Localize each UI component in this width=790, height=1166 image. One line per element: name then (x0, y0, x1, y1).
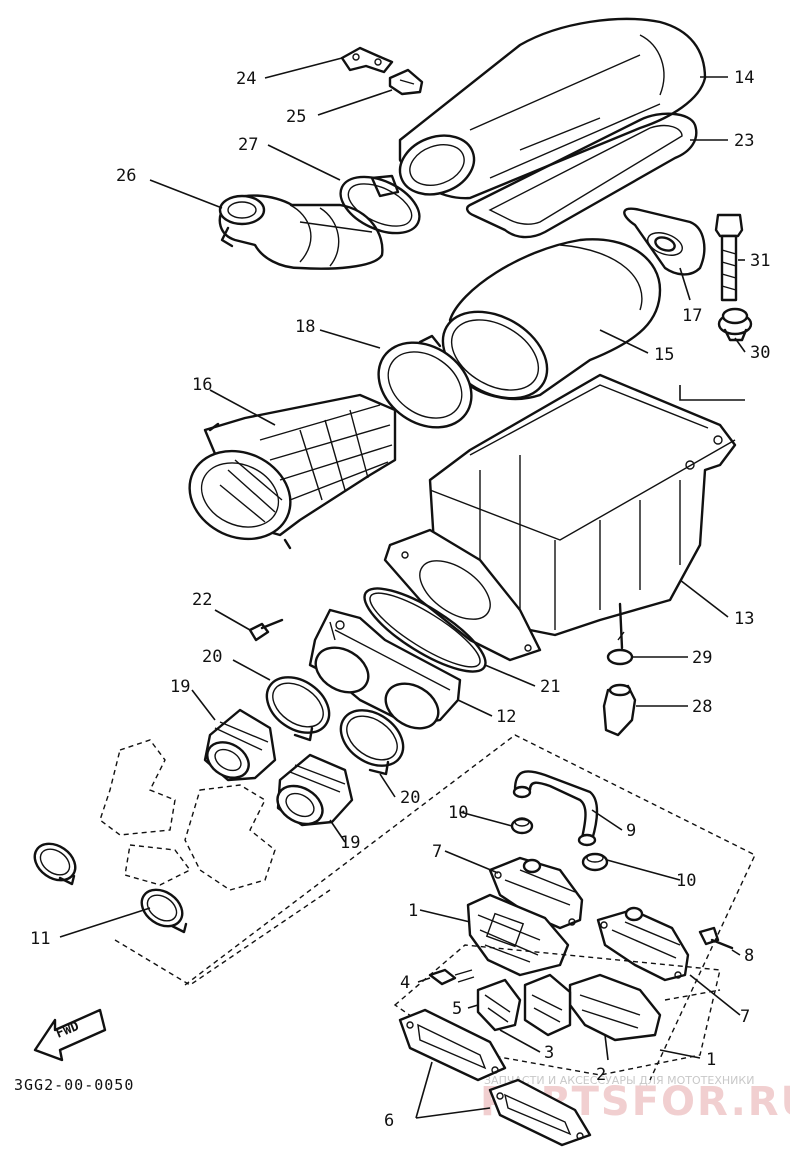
part-clip-plate (340, 46, 394, 74)
part-grommet (717, 307, 753, 342)
part-cover-gasket (465, 112, 698, 239)
callout-28: 28 (692, 697, 712, 717)
callout-12: 12 (496, 707, 516, 727)
callout-30: 30 (750, 343, 770, 363)
part-reed-cover-7-upper (488, 856, 584, 930)
part-screw-8 (698, 926, 734, 950)
leader-lines (59, 57, 746, 1119)
callout-9: 9 (626, 821, 636, 841)
part-hose-clip-10-upper (510, 817, 534, 835)
callout-1-upper: 1 (408, 901, 418, 921)
part-reed-stopper (428, 968, 475, 986)
part-clamp-11-right (140, 888, 188, 934)
part-hose-clamp-20-lower (339, 709, 405, 776)
part-reed-petal (476, 978, 522, 1032)
callout-26: 26 (116, 166, 136, 186)
part-oring-seal (363, 587, 487, 673)
part-hose-clamp-27 (339, 174, 421, 235)
callout-1-lower: 1 (706, 1050, 716, 1070)
part-long-bolt (714, 213, 744, 302)
part-hose-clamp-20-upper (265, 676, 331, 742)
part-gasket-6-lower (488, 1078, 592, 1147)
part-reed-cover-7-lower (596, 906, 690, 982)
drawing-code: 3GG2-00-0050 (14, 1076, 134, 1094)
callout-13: 13 (734, 609, 754, 629)
callout-2: 2 (596, 1065, 606, 1085)
part-bolt-22 (248, 618, 284, 642)
part-intake-cover (398, 17, 707, 200)
callout-19-upper: 19 (170, 677, 190, 697)
callout-20-upper: 20 (202, 647, 222, 667)
part-drain-plug (602, 683, 637, 737)
callout-5: 5 (452, 999, 462, 1019)
callout-7-lower: 7 (740, 1007, 750, 1027)
part-rubber-joint-19-upper (203, 708, 277, 782)
part-reed-valve (466, 893, 662, 1042)
callout-29: 29 (692, 648, 712, 668)
callout-labels: 24 25 27 26 14 23 31 17 30 15 18 16 13 2… (30, 68, 770, 1131)
callout-16: 16 (192, 375, 212, 395)
part-reed-block (523, 973, 572, 1037)
callout-6: 6 (384, 1111, 394, 1131)
carburetor-outline (99, 739, 331, 986)
callout-14: 14 (734, 68, 754, 88)
part-clip-retainer (388, 68, 424, 96)
callout-19-lower: 19 (340, 833, 360, 853)
callout-4: 4 (400, 973, 410, 993)
lower-assembly-outline (184, 734, 756, 1081)
part-rubber-joint-19-lower (276, 753, 354, 827)
forward-direction-arrow: FWD (33, 1008, 107, 1062)
part-airbox-housing (383, 373, 737, 662)
callout-23: 23 (734, 131, 754, 151)
callout-18: 18 (295, 317, 315, 337)
callout-17: 17 (682, 306, 702, 326)
callout-27: 27 (238, 135, 258, 155)
callout-15: 15 (654, 345, 674, 365)
part-hose-clip-10-lower (581, 852, 609, 872)
part-breather-hose (512, 770, 599, 847)
part-filter-cage (188, 393, 397, 550)
callout-31: 31 (750, 251, 770, 271)
watermark-subtitle: ЗАПЧАСТИ И АКСЕССУАРЫ ДЛЯ МОТОТЕХНИКИ (484, 1074, 754, 1087)
callout-21: 21 (540, 677, 560, 697)
callout-8: 8 (744, 946, 754, 966)
part-filter-band (377, 334, 473, 429)
callout-10-lower: 10 (676, 871, 696, 891)
callout-7-upper: 7 (432, 842, 442, 862)
part-intake-duct (218, 194, 384, 270)
callout-10-upper: 10 (448, 803, 468, 823)
callout-22: 22 (192, 590, 212, 610)
part-cap-plate (623, 207, 706, 276)
part-clamp-11-left (33, 842, 77, 886)
callout-20-lower: 20 (400, 788, 420, 808)
part-gasket-6-upper (398, 1008, 507, 1082)
callout-11: 11 (30, 929, 50, 949)
part-air-filter-element (441, 238, 662, 401)
callout-25: 25 (286, 107, 306, 127)
callout-24: 24 (236, 69, 256, 89)
callout-3: 3 (544, 1043, 554, 1063)
part-intake-joint (308, 608, 462, 730)
